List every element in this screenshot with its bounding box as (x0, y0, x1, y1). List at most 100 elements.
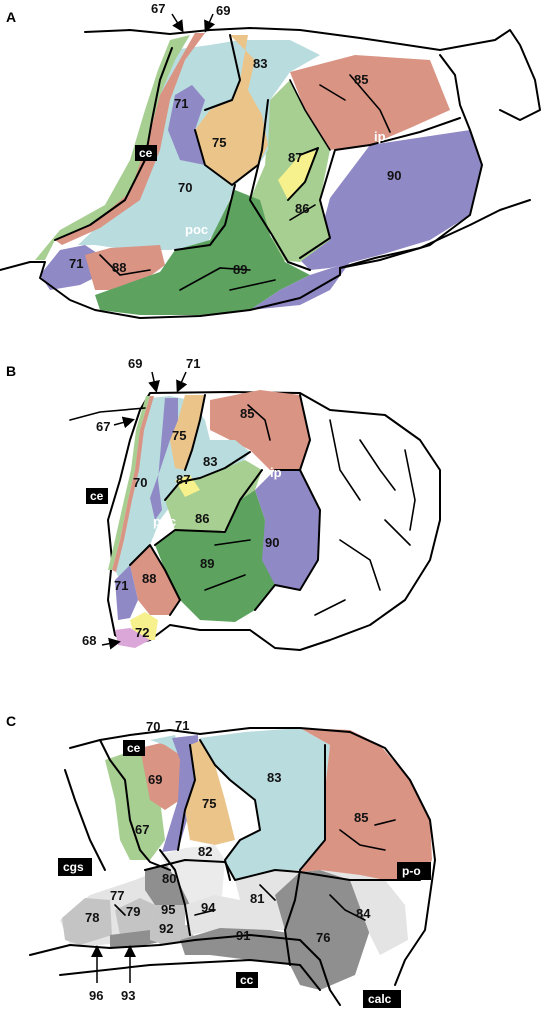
region-c-69 (140, 742, 180, 810)
b-line-9 (384, 519, 411, 546)
b-tag-ce-bg (86, 488, 108, 504)
c-line-5 (194, 909, 216, 916)
region-b-90 (255, 470, 320, 590)
a-label-89: 89 (233, 262, 247, 277)
a-line-3 (319, 84, 346, 101)
b-line-5 (359, 439, 396, 491)
b-line-10 (69, 407, 146, 421)
b-line-7 (339, 539, 381, 591)
b-pointer-69: 69 (128, 356, 142, 371)
b-label-86: 86 (195, 511, 209, 526)
c-label-79: 79 (126, 904, 140, 919)
c-inner-3 (284, 744, 326, 966)
b-hemisphere (107, 391, 441, 651)
b-inner-2 (164, 451, 251, 501)
region-b-88 (130, 545, 180, 615)
c-line-3 (329, 894, 366, 921)
region-c-93 (110, 930, 160, 948)
b-pointer-71: 71 (186, 356, 200, 371)
a-inner-5 (299, 117, 461, 259)
a-label-70: 70 (178, 180, 192, 195)
b-label-88: 88 (142, 571, 156, 586)
c-tag-ce: ce (127, 741, 141, 755)
region-a-90 (300, 130, 482, 270)
a-inner-4 (249, 99, 311, 271)
b-arrow-69 (148, 371, 160, 393)
region-a-71-upper (168, 85, 205, 165)
c-tag-cc-bg (236, 972, 258, 988)
region-c-78 (62, 898, 112, 945)
region-c-85 (300, 728, 432, 880)
panel-c-letter: C (6, 713, 16, 729)
panel-b-letter: B (6, 363, 16, 379)
c-pointer-93: 93 (121, 988, 135, 1003)
region-b-71-lower (115, 565, 138, 620)
a-inner-2 (194, 129, 259, 186)
c-pointer-96: 96 (89, 988, 103, 1003)
c-inner-1 (177, 744, 196, 851)
c-bottom-contour (29, 934, 341, 1006)
c-label-82: 82 (198, 844, 212, 859)
region-a-87 (278, 150, 318, 200)
c-label-76: 76 (316, 930, 330, 945)
c-label-95: 95 (161, 902, 175, 917)
b-label-75: 75 (172, 428, 186, 443)
region-b-89 (155, 490, 275, 622)
region-b-strip-salmon (112, 396, 154, 572)
a-line-2 (349, 74, 391, 133)
c-label-94: 94 (201, 900, 216, 915)
c-label-71: 71 (175, 718, 189, 733)
b-label-90: 90 (265, 535, 279, 550)
a-pointer-69: 69 (216, 3, 230, 18)
a-line-6 (289, 204, 316, 221)
panel-a: A (0, 1, 541, 319)
b-label-89: 89 (200, 556, 214, 571)
b-arrow-68 (101, 637, 121, 650)
b-label-85: 85 (240, 406, 254, 421)
region-c-84 (320, 870, 408, 955)
b-line-1 (247, 404, 271, 441)
c-label-77: 77 (110, 888, 124, 903)
a-label-71b: 71 (69, 256, 83, 271)
region-a-75 (195, 35, 268, 185)
c-tag-cgs-bg (58, 858, 92, 876)
region-c-76 (275, 870, 370, 990)
c-tag-ce-bg (123, 740, 145, 756)
b-label-ip: ip (270, 465, 282, 480)
region-b-87 (175, 475, 200, 497)
b-pointer-67: 67 (96, 419, 110, 434)
b-pointer-68: 68 (82, 633, 96, 648)
a-tag-ce-bg (135, 145, 157, 161)
a-inner-3 (174, 184, 236, 251)
region-a-67 (35, 35, 190, 260)
c-inner-5 (159, 849, 191, 936)
panel-a-letter: A (6, 9, 16, 25)
c-left-lobe (99, 739, 171, 871)
panel-b: B (6, 356, 441, 651)
a-top-contour (84, 27, 541, 121)
c-label-83: 83 (267, 770, 281, 785)
a-bottom-contour (0, 199, 531, 319)
c-label-78: 78 (85, 910, 99, 925)
b-label-72: 72 (135, 625, 149, 640)
region-b-strip-green (108, 396, 150, 570)
c-line-6 (114, 904, 126, 916)
a-arrow-67 (171, 13, 184, 33)
c-line-1 (339, 829, 386, 851)
b-inner-5 (254, 469, 321, 611)
b-tag-ce: ce (90, 489, 104, 503)
b-line-2 (214, 539, 251, 546)
panel-c: C (6, 713, 436, 1008)
b-inner-3 (154, 469, 263, 546)
c-label-80: 80 (162, 871, 176, 886)
c-label-70: 70 (146, 719, 160, 734)
c-tag-po-bg (397, 862, 431, 880)
region-b-85 (210, 390, 310, 470)
b-label-83: 83 (203, 454, 217, 469)
b-inner-4 (274, 394, 311, 471)
a-label-86: 86 (295, 201, 309, 216)
a-arrow-69 (204, 13, 216, 33)
a-line-4 (179, 267, 251, 291)
c-label-67: 67 (135, 822, 149, 837)
